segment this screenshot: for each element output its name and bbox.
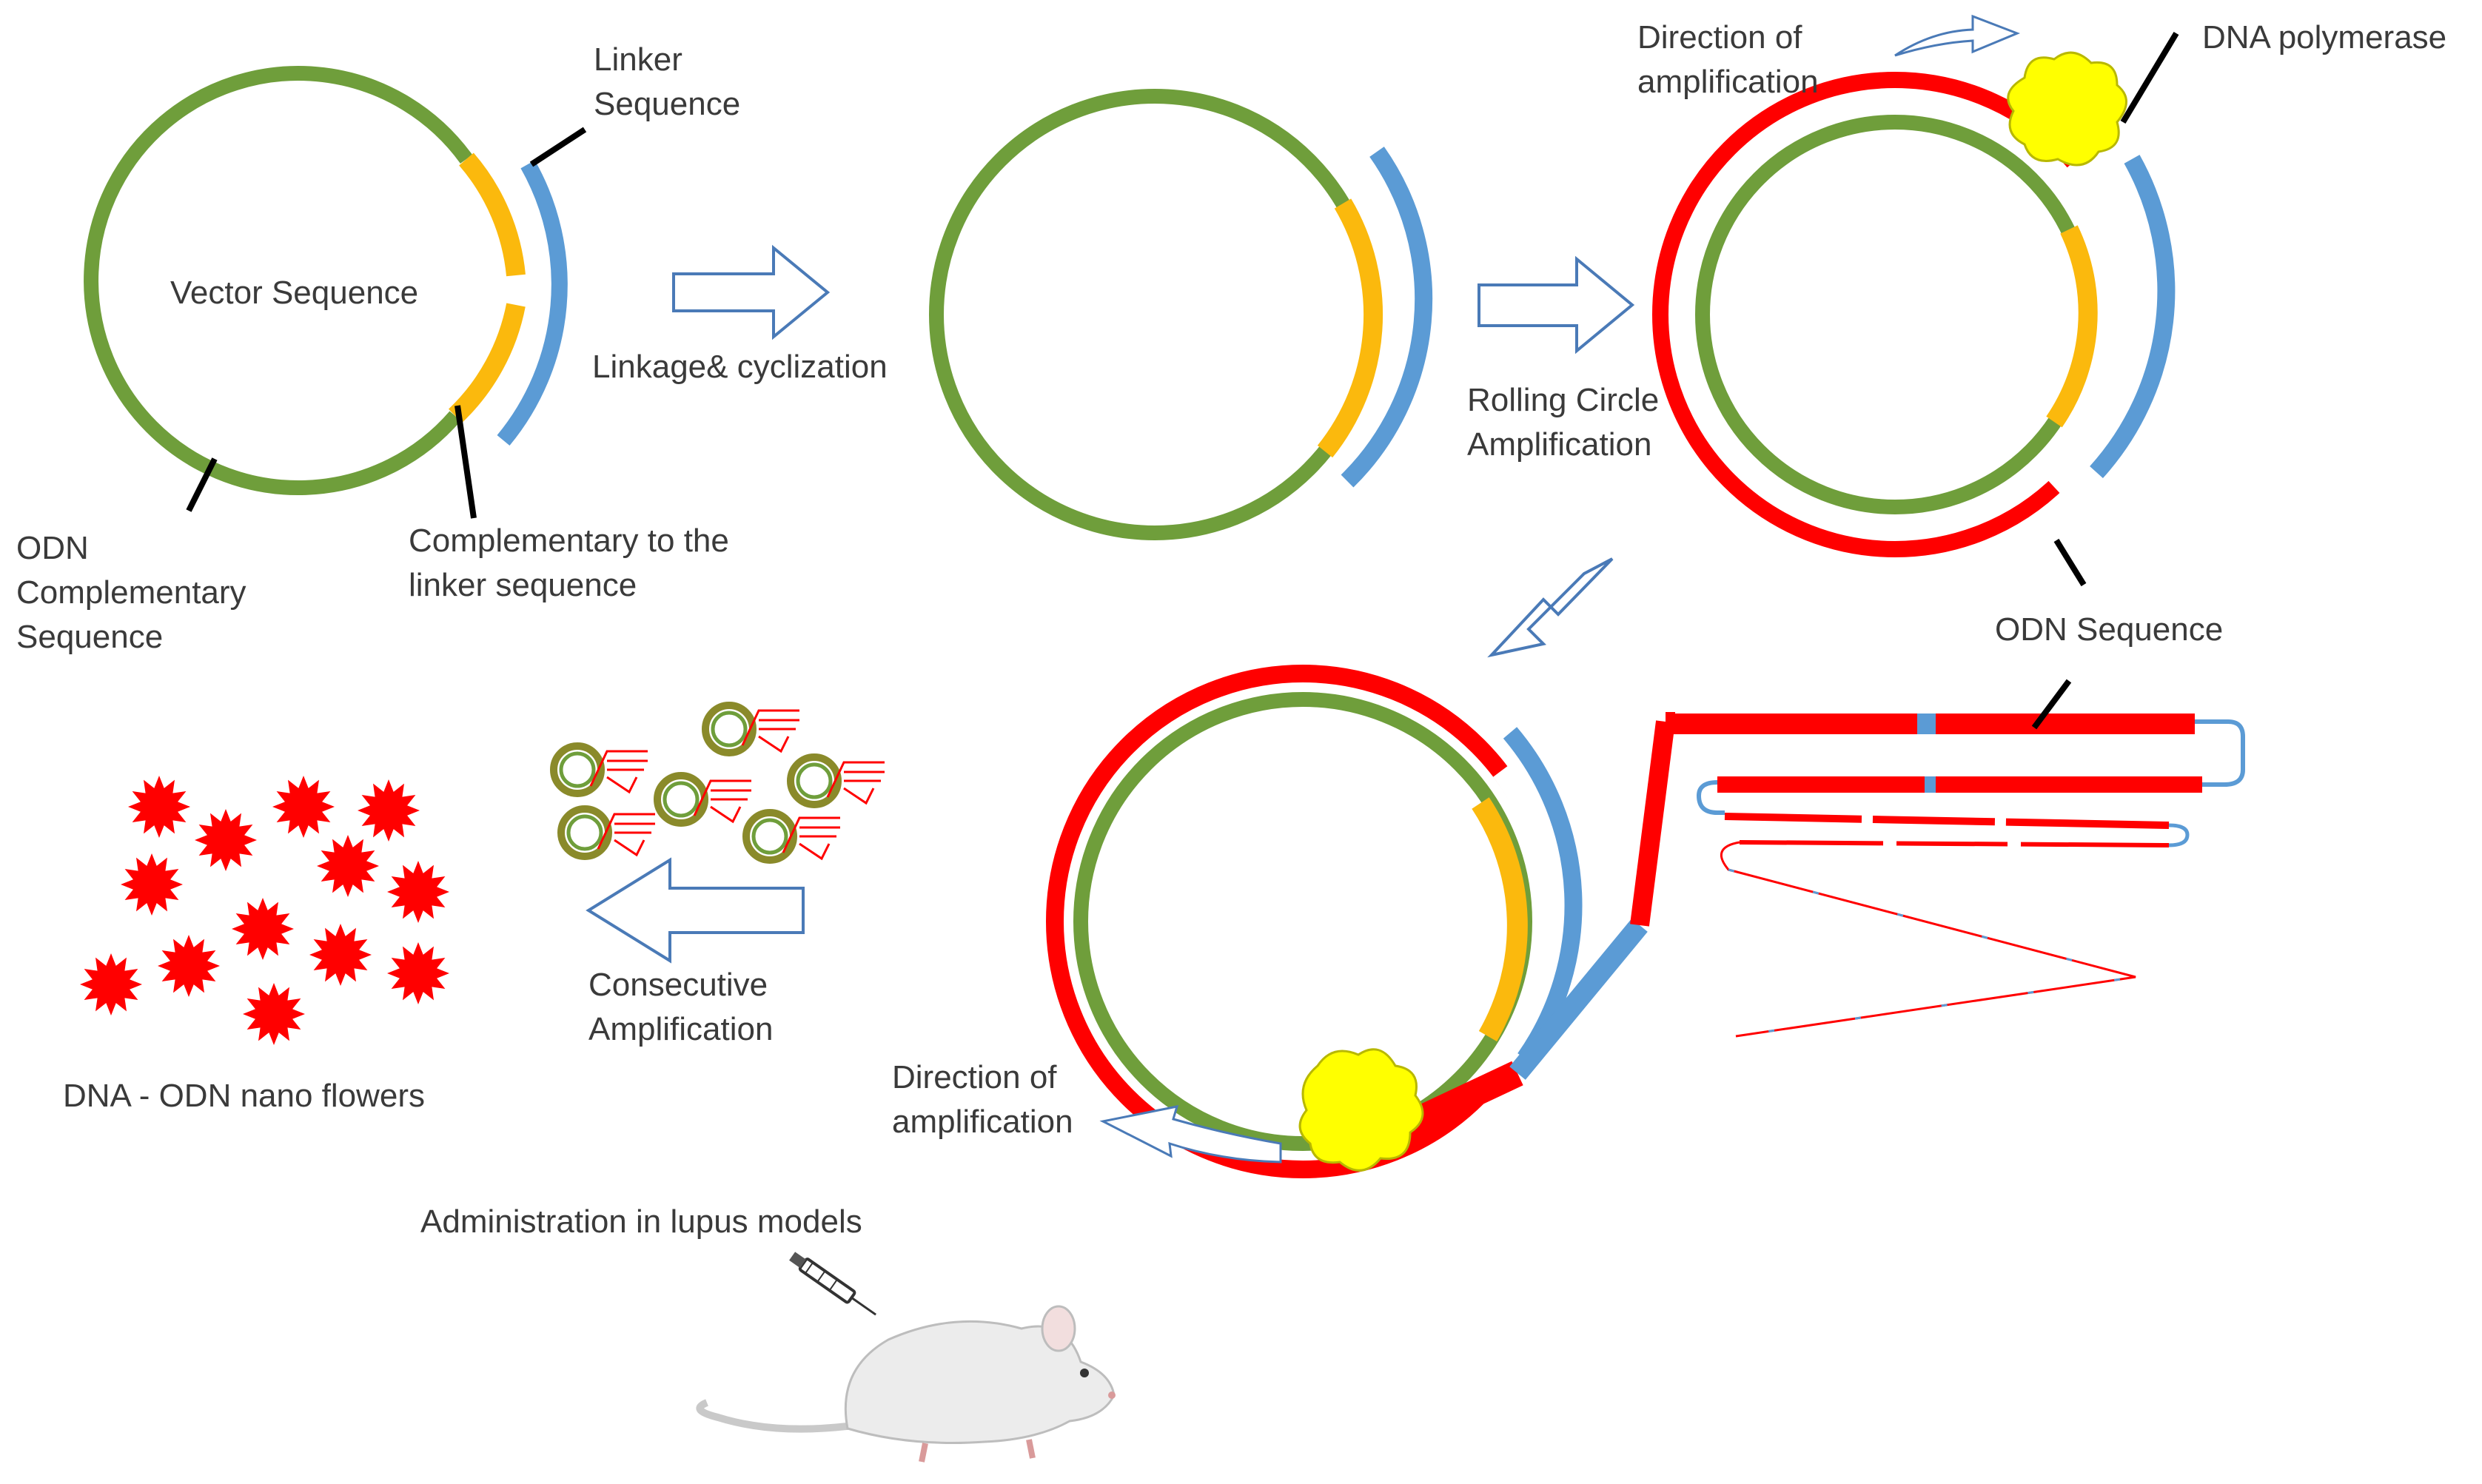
leader-complementary	[455, 405, 477, 519]
mouse-nose	[1108, 1391, 1116, 1399]
circle-with-strand-icon	[742, 809, 840, 864]
star-burst-icon	[309, 924, 372, 986]
odn-strand-rising	[1630, 720, 1675, 927]
star-burst-icon	[387, 942, 449, 1004]
leader-odn-complementary	[186, 457, 218, 512]
linker-arc-4	[1503, 727, 1583, 1064]
star-burst-icon	[195, 809, 257, 871]
mouse-eye	[1080, 1369, 1089, 1377]
star-burst-icon	[158, 935, 220, 997]
arrow-down-left	[1487, 557, 1614, 658]
linker-arc	[1341, 147, 1433, 488]
leader-odn-strand	[2031, 679, 2072, 730]
leader-linker	[529, 127, 587, 167]
linker-complement-lower	[448, 303, 526, 423]
label-nano-flowers: DNA - ODN nano flowers	[63, 1078, 425, 1114]
linker-loop-2	[1696, 780, 1725, 815]
mouse-tail	[696, 1399, 859, 1433]
odn-gap-cover	[2046, 155, 2140, 495]
star-burst-icon	[80, 953, 142, 1015]
linker-complement-arc-4	[1472, 797, 1528, 1041]
star-burst-icon	[121, 853, 183, 916]
mouse-icon	[696, 1305, 1116, 1463]
linker-dashes-thin	[1728, 868, 2136, 1038]
odn-strand-thin	[1720, 841, 2136, 1038]
linker-strand-rising	[1509, 919, 1648, 1080]
mouse-feet	[919, 1439, 1036, 1463]
vector-inner-circle-bottom	[1073, 692, 1532, 1151]
panel-closed-circle	[929, 89, 1433, 540]
label-vector-sequence: Vector Sequence	[170, 275, 418, 311]
mouse-body	[844, 1320, 1116, 1445]
star-burst-icon	[387, 861, 449, 923]
polymerase-bottom	[1298, 1048, 1424, 1172]
vector-arc	[84, 66, 473, 495]
label-dna-polymerase: DNA polymerase	[2202, 19, 2446, 56]
circle-with-strand-icon	[550, 742, 648, 797]
label-odn-sequence: ODN Sequence	[1995, 611, 2223, 648]
circle-with-strand-icon	[787, 753, 885, 808]
star-burst-icon	[272, 776, 335, 838]
leader-odn-sequence	[2053, 538, 2087, 587]
direction-arrow-bottom	[1099, 1105, 1282, 1164]
circle-with-strand-icon	[654, 772, 751, 827]
star-burst-icon	[243, 983, 305, 1045]
nano-flowers	[80, 776, 449, 1045]
circle-with-strand-icon	[557, 805, 655, 860]
linker-loop-1	[2195, 719, 2245, 787]
syringe-icon	[789, 1252, 876, 1316]
leader-polymerase	[2120, 31, 2179, 124]
label-administration: Administration in lupus models	[420, 1203, 862, 1240]
mouse-ear	[1041, 1305, 1076, 1352]
circle-with-strand-icon	[702, 702, 799, 756]
direction-arrow-top	[1894, 14, 2021, 57]
odn-strand-row4	[1739, 840, 2170, 847]
star-burst-icon	[358, 779, 420, 842]
star-burst-icon	[232, 898, 294, 960]
odn-gap-cover-bottom	[1479, 762, 1564, 1092]
linker-complement-upper	[459, 152, 526, 277]
star-burst-icon	[128, 776, 190, 838]
label-linkage-cyclization: Linkage& cyclization	[592, 349, 888, 385]
linker-complement-arc	[1317, 198, 1383, 458]
star-burst-icon	[317, 835, 379, 897]
linker-arc-3	[2090, 155, 2176, 479]
vector-inner-circle	[1695, 115, 2095, 514]
polymerase-top	[2007, 51, 2127, 167]
linker-loop-3	[2168, 823, 2190, 847]
vector-circle	[929, 89, 1381, 540]
nano-products	[550, 702, 885, 864]
odn-strand-row3	[1724, 813, 2170, 829]
linker-complement-arc-3	[2046, 225, 2098, 428]
linker-strand	[497, 160, 568, 446]
arrow-linkage: Linkage& cyclization	[592, 244, 888, 385]
